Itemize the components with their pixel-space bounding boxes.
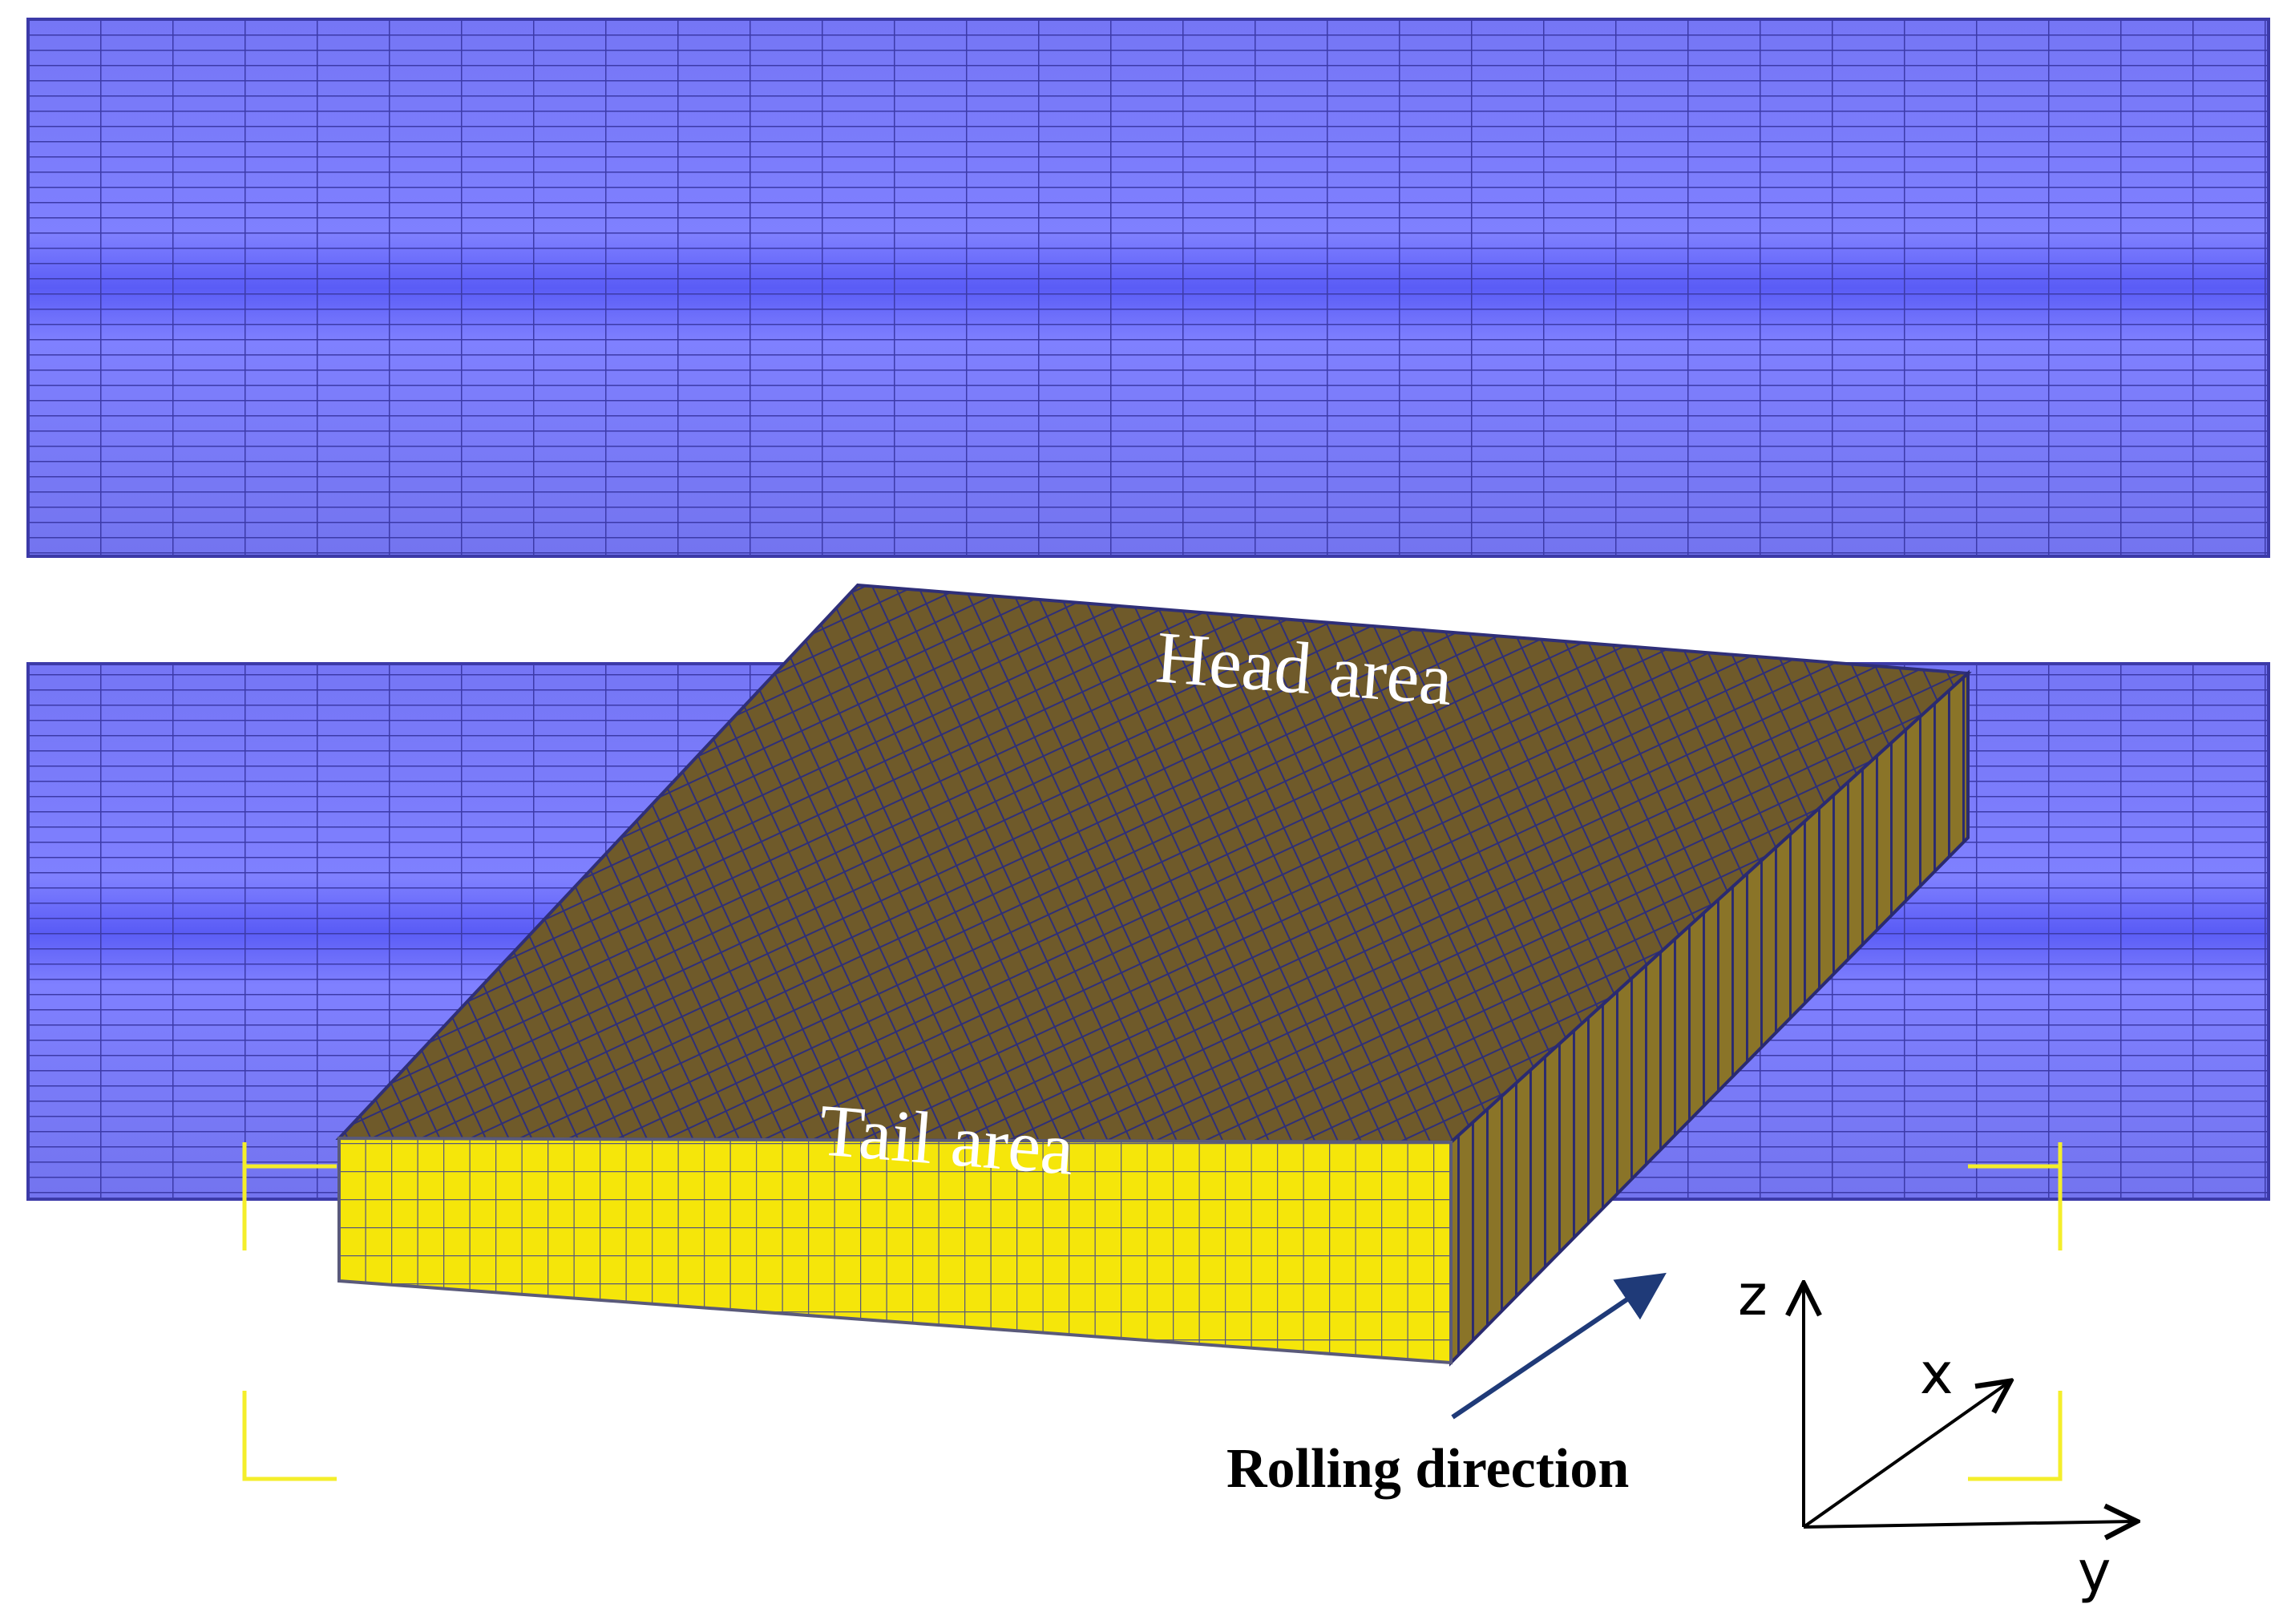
coordinate-axes <box>1804 1287 2134 1527</box>
tail-area-label: Tail area <box>816 1089 1077 1190</box>
x-axis-label: x <box>1920 1341 1953 1407</box>
boundary-brackets <box>242 1142 2063 1481</box>
y-axis-line <box>1803 1521 2134 1527</box>
y-axis-label: y <box>2078 1539 2111 1605</box>
rolling-direction-arrow <box>1451 1272 1667 1420</box>
slab-front-face <box>337 1136 1453 1365</box>
upper-work-roll <box>26 18 2270 558</box>
rolling-direction-label: Rolling direction <box>1226 1438 1629 1500</box>
x-axis-line <box>1802 1383 2008 1529</box>
left-bracket-lower <box>242 1391 337 1481</box>
right-bracket-lower <box>1968 1391 2063 1481</box>
z-axis-label: z <box>1738 1262 1768 1328</box>
slab-workpiece <box>335 583 1972 1367</box>
